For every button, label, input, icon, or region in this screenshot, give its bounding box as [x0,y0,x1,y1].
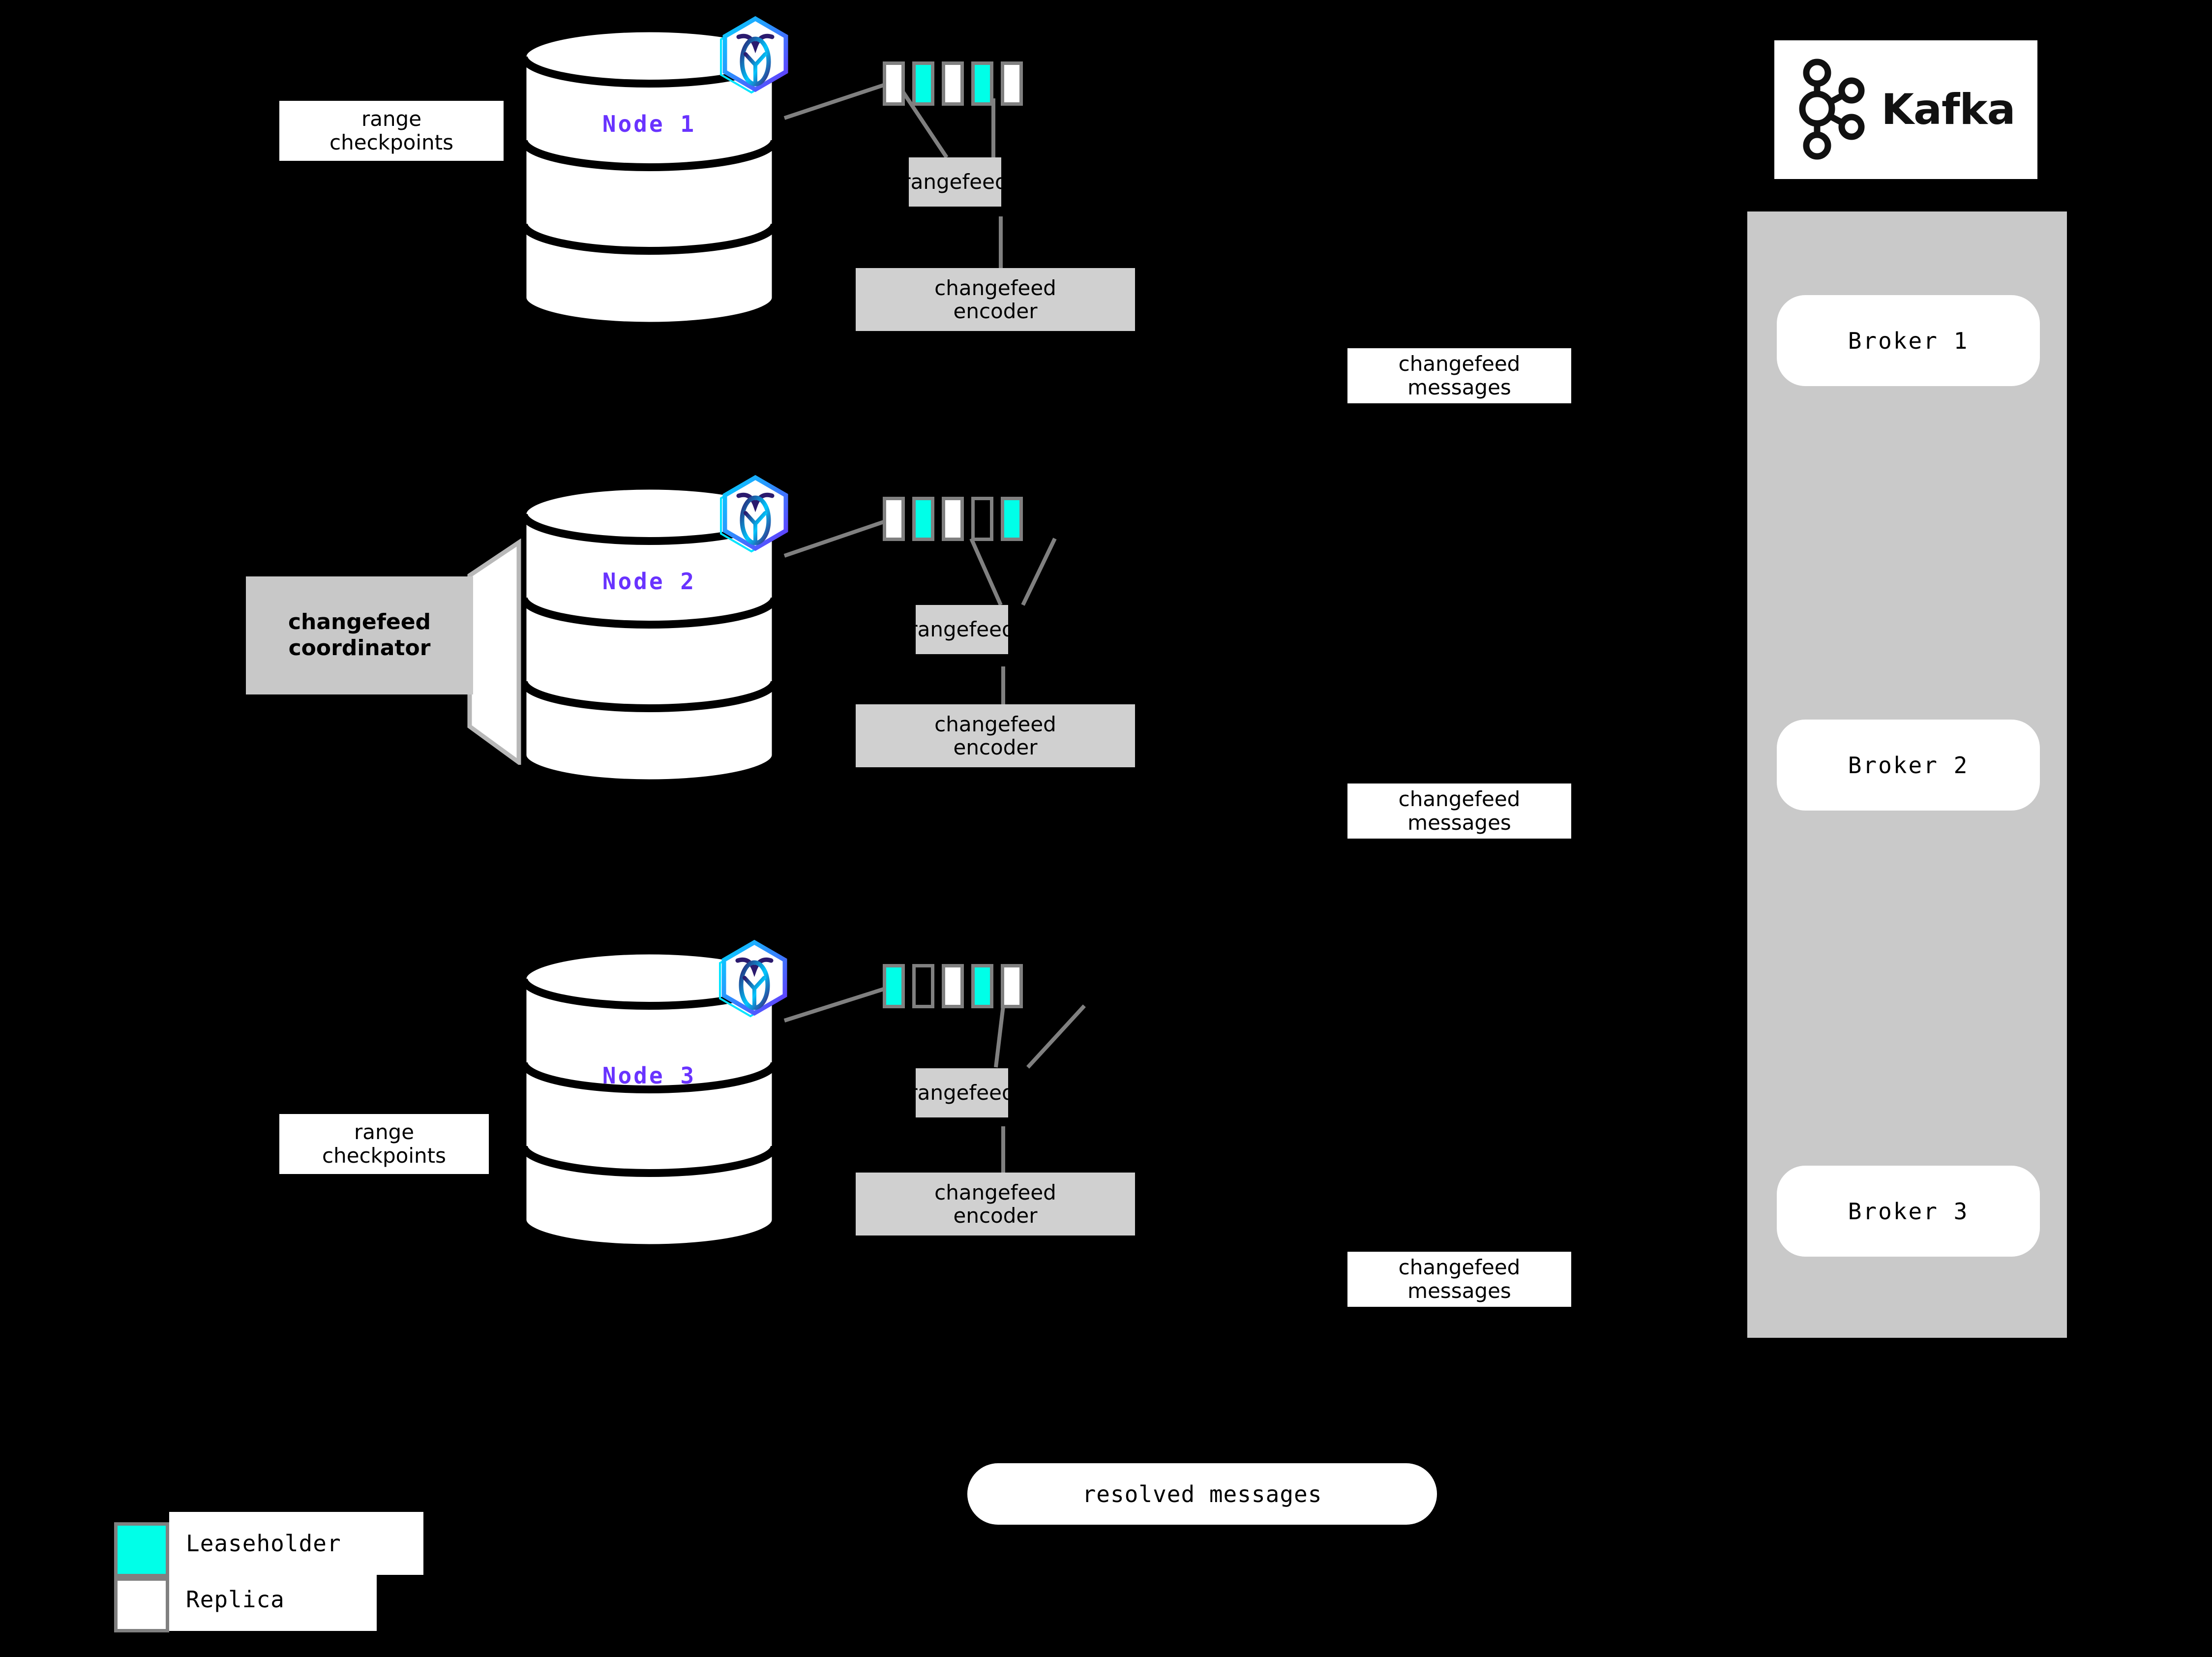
cockroachdb-hexagon-icon [713,15,792,97]
messages-line-1: changefeed [1398,1255,1521,1279]
range-box [883,61,905,106]
leaseholder-swatch [114,1522,169,1577]
node-1-label: Node 1 [602,111,696,137]
node-1-changefeed-encoder-box: changefeed encoder [856,268,1135,331]
messages-line-2: messages [1407,1279,1511,1303]
node-1-range-checkpoints-label: range checkpoints [279,101,504,161]
node-2-ranges [883,497,1023,541]
resolved-messages-pill: resolved messages [967,1463,1437,1525]
range-box [1001,964,1023,1008]
checkpoints-line-2: checkpoints [322,1144,446,1168]
range-box [912,497,934,541]
range-box [912,61,934,106]
broker-1-box[interactable]: Broker 1 [1777,295,2040,386]
range-box [912,964,934,1008]
checkpoints-line-1: range [354,1119,415,1144]
node-2-label: Node 2 [602,568,696,595]
messages-line-1: changefeed [1398,786,1521,811]
range-box [971,61,993,106]
node-3-changefeed-encoder-box: changefeed encoder [856,1173,1135,1235]
encoder-line-1: changefeed [934,1180,1056,1205]
encoder-line-2: encoder [953,299,1038,323]
messages-line-1: changefeed [1398,351,1521,376]
node-3-ranges [883,964,1023,1008]
kafka-nodes-icon [1796,57,1870,162]
coordinator-line-2: coordinator [288,635,431,661]
cockroachdb-hexagon-icon [713,474,792,556]
leaseholder-legend-label: Leaseholder [169,1512,423,1575]
encoder-line-1: changefeed [934,712,1056,736]
node-1-ranges [883,61,1023,106]
node-2-changefeed-encoder-box: changefeed encoder [856,704,1135,767]
range-box [942,497,964,541]
range-box [883,497,905,541]
checkpoints-line-1: range [361,106,422,131]
range-box [1001,497,1023,541]
range-box [942,964,964,1008]
changefeed-coordinator-box: changefeed coordinator [246,576,473,694]
node-3-label: Node 3 [602,1062,696,1089]
checkpoints-line-2: checkpoints [329,130,453,154]
messages-line-2: messages [1407,811,1511,835]
changefeed-messages-label-3: changefeed messages [1347,1252,1571,1307]
encoder-line-2: encoder [953,735,1038,759]
cockroachdb-hexagon-icon [712,938,791,1021]
kafka-wordmark: Kafka [1881,85,2015,134]
broker-3-box[interactable]: Broker 3 [1777,1166,2040,1257]
kafka-logo-box: Kafka [1774,40,2037,179]
range-box [883,964,905,1008]
range-box [1001,61,1023,106]
encoder-line-1: changefeed [934,275,1056,300]
replica-swatch [114,1577,169,1632]
node-3-cylinder: Node 3 [519,949,779,1250]
changefeed-messages-label-1: changefeed messages [1347,348,1571,403]
node-1-rangefeed-box: rangefeed [902,157,1008,207]
messages-line-2: messages [1407,375,1511,399]
encoder-line-2: encoder [953,1204,1038,1228]
node-3-range-checkpoints-label: range checkpoints [279,1114,489,1174]
node-3-rangefeed-box: rangefeed [909,1068,1015,1117]
coordinator-line-1: changefeed [288,609,431,635]
replica-legend-label: Replica [169,1568,377,1631]
range-box [971,497,993,541]
broker-2-box[interactable]: Broker 2 [1777,720,2040,811]
changefeed-messages-label-2: changefeed messages [1347,783,1571,839]
range-box [971,964,993,1008]
range-box [942,61,964,106]
coordinator-pointer [467,539,521,765]
node-2-rangefeed-box: rangefeed [909,605,1015,654]
